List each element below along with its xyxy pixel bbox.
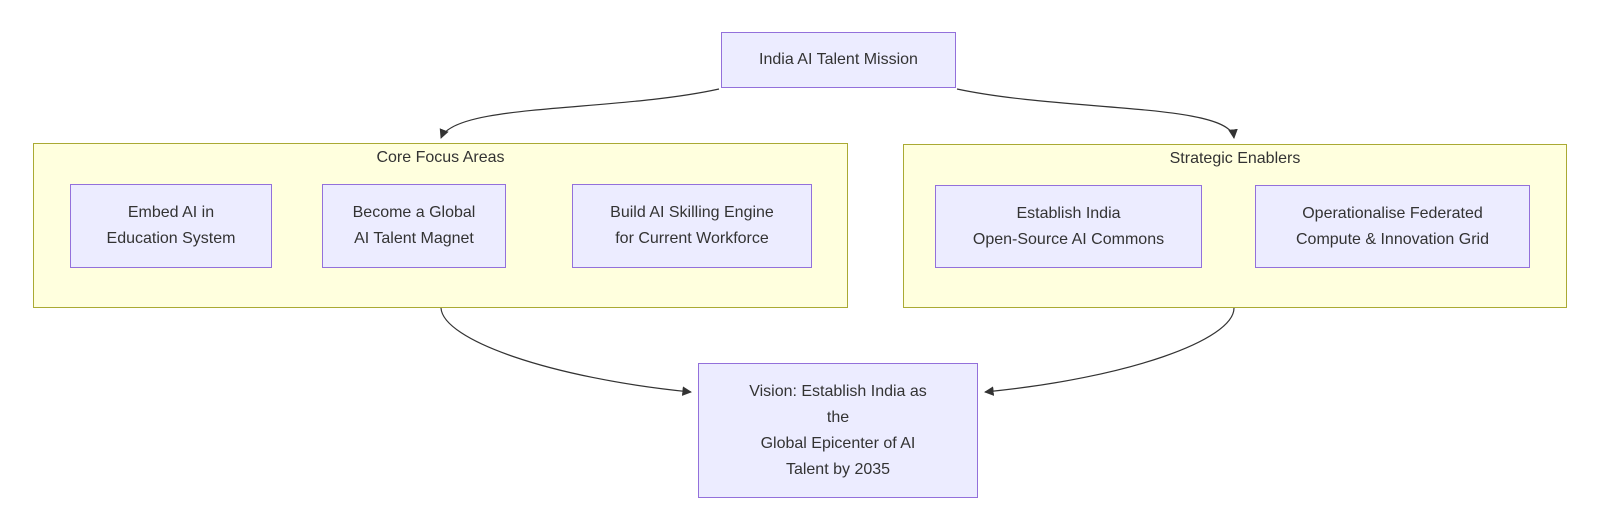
cluster-title: Core Focus Areas <box>376 149 505 166</box>
node-vision-2035: Vision: Establish India as the Global Ep… <box>698 363 978 498</box>
node-label: Build AI Skilling Engine for Current Wor… <box>610 204 774 247</box>
node-india-ai-talent-mission: India AI Talent Mission <box>721 32 956 88</box>
node-operationalise-federated-compute-grid: Operationalise Federated Compute & Innov… <box>1255 185 1530 268</box>
node-become-global-ai-talent-magnet: Become a Global AI Talent Magnet <box>322 184 506 268</box>
edge-strategic-enablers-to-vision <box>984 307 1235 396</box>
node-label: Become a Global AI Talent Magnet <box>352 204 476 247</box>
edge-root-to-strategic-enablers <box>956 88 1238 139</box>
edge-core-focus-to-vision <box>440 307 692 396</box>
edge-root-to-core-focus <box>439 88 720 139</box>
node-label: Establish India Open-Source AI Commons <box>972 204 1165 248</box>
node-label: Embed AI in Education System <box>106 204 236 247</box>
node-label: India AI Talent Mission <box>759 51 918 68</box>
cluster-title: Strategic Enablers <box>1169 150 1301 167</box>
node-embed-ai-in-education-system: Embed AI in Education System <box>70 184 272 268</box>
node-establish-india-open-source-ai-commons: Establish India Open-Source AI Commons <box>935 185 1202 268</box>
node-build-ai-skilling-engine: Build AI Skilling Engine for Current Wor… <box>572 184 812 268</box>
node-label: Vision: Establish India as the Global Ep… <box>749 382 927 478</box>
node-label: Operationalise Federated Compute & Innov… <box>1296 204 1489 248</box>
